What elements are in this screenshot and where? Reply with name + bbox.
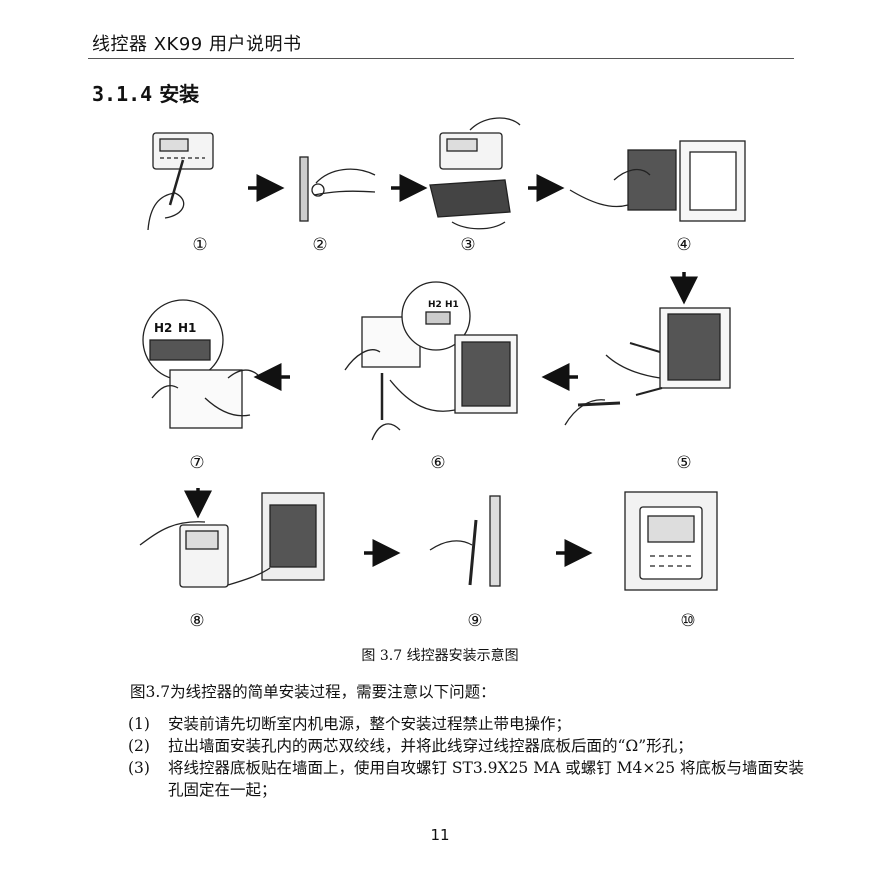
step-label-5: ⑤ — [676, 453, 691, 473]
step-8-illustration — [139, 492, 325, 588]
step-1-illustration — [147, 132, 214, 231]
figure-caption: 图 3.7 线控器安装示意图 — [361, 648, 519, 664]
section-heading: 3.1.4 安装 — [92, 78, 199, 107]
step-label-3: ③ — [460, 235, 475, 255]
step-5-illustration — [564, 307, 731, 426]
header-rule — [88, 58, 794, 59]
step-label-7: ⑦ — [189, 453, 204, 473]
list-marker: (2) — [128, 737, 150, 755]
step-3-illustration — [429, 117, 521, 230]
list-item: (2) 拉出墙面安装孔内的两芯双绞线，并将此线穿过线控器底板后面的“Ω”形孔； — [128, 735, 808, 757]
page-number: 11 — [430, 826, 450, 844]
terminal-h2-label-6: H2 — [428, 300, 442, 310]
step-10-illustration — [624, 491, 718, 591]
step-6-illustration — [344, 281, 518, 441]
step-label-1: ① — [192, 235, 207, 255]
section-number: 3.1.4 — [92, 82, 153, 106]
step-label-6: ⑥ — [430, 453, 445, 473]
step-label-2: ② — [312, 235, 327, 255]
list-text: 安装前请先切断室内机电源，整个安装过程禁止带电操作； — [168, 715, 572, 733]
step-label-10: ⑩ — [680, 611, 695, 631]
step-9-illustration — [429, 495, 501, 587]
list-text: 拉出墙面安装孔内的两芯双绞线，并将此线穿过线控器底板后面的“Ω”形孔； — [168, 737, 693, 755]
terminal-h1-label-6: H1 — [445, 300, 459, 310]
step-label-9: ⑨ — [467, 611, 482, 631]
list-marker: (1) — [128, 715, 150, 733]
step-label-8: ⑧ — [189, 611, 204, 631]
terminal-h2-label-7: H2 — [154, 321, 172, 335]
list-item: (1) 安装前请先切断室内机电源，整个安装过程禁止带电操作； — [128, 713, 808, 735]
list-marker: (3) — [128, 759, 150, 777]
terminal-h1-label-7: H1 — [178, 321, 196, 335]
list-item: (3) 将线控器底板贴在墙面上，使用自攻螺钉 ST3.9X25 MA 或螺钉 M… — [128, 757, 808, 801]
document-header: 线控器 XK99 用户说明书 — [92, 34, 302, 55]
intro-paragraph: 图3.7为线控器的简单安装过程，需要注意以下问题： — [130, 683, 496, 701]
section-title: 安装 — [159, 82, 200, 106]
step-2-illustration — [299, 156, 376, 222]
step-label-4: ④ — [676, 235, 691, 255]
list-text: 将线控器底板贴在墙面上，使用自攻螺钉 ST3.9X25 MA 或螺钉 M4×25… — [168, 759, 805, 799]
notes-list: (1) 安装前请先切断室内机电源，整个安装过程禁止带电操作； (2) 拉出墙面安… — [128, 713, 808, 801]
step-4-illustration — [569, 140, 746, 222]
step-7-illustration — [142, 299, 259, 429]
